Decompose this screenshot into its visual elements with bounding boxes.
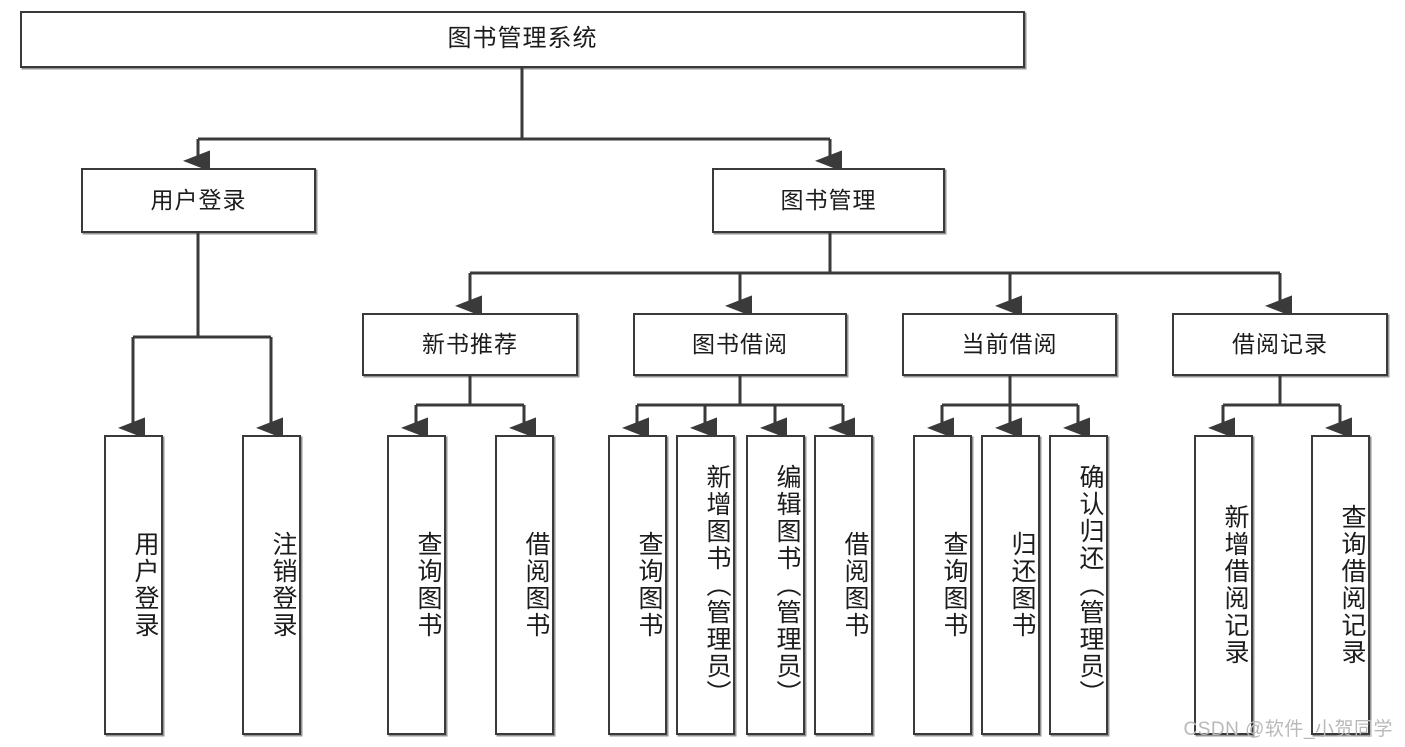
node-leaf-return-book[interactable]: 归还图书 xyxy=(981,435,1040,735)
node-label: 查询图书 xyxy=(940,531,968,639)
node-borrow-record[interactable]: 借阅记录 xyxy=(1172,313,1388,376)
node-label: 用户登录 xyxy=(131,531,159,639)
node-new-book-recommend[interactable]: 新书推荐 xyxy=(362,313,578,376)
node-label: 编辑图书（管理员） xyxy=(773,463,801,707)
node-label: 借阅图书 xyxy=(841,531,869,639)
node-label: 当前借阅 xyxy=(961,330,1058,357)
node-leaf-logout[interactable]: 注销登录 xyxy=(242,435,301,735)
node-label: 新增借阅记录 xyxy=(1221,504,1249,666)
node-label: 注销登录 xyxy=(269,531,297,639)
node-book-management[interactable]: 图书管理 xyxy=(712,168,945,233)
node-label: 借阅图书 xyxy=(522,531,550,639)
node-leaf-query-book-borrow[interactable]: 查询图书 xyxy=(608,435,667,735)
node-user-login[interactable]: 用户登录 xyxy=(81,168,316,233)
node-leaf-confirm-return[interactable]: 确认归还（管理员） xyxy=(1049,435,1108,735)
node-label: 查询借阅记录 xyxy=(1338,504,1366,666)
node-label: 查询图书 xyxy=(635,531,663,639)
node-label: 新书推荐 xyxy=(422,330,518,357)
node-leaf-query-book-current[interactable]: 查询图书 xyxy=(913,435,972,735)
node-label: 图书管理 xyxy=(780,186,877,213)
node-leaf-add-borrow-record[interactable]: 新增借阅记录 xyxy=(1194,435,1253,735)
node-leaf-user-login[interactable]: 用户登录 xyxy=(104,435,163,735)
node-label: 确认归还（管理员） xyxy=(1076,463,1104,707)
node-label: 查询图书 xyxy=(414,531,442,639)
node-label: 用户登录 xyxy=(150,186,247,213)
node-book-borrow[interactable]: 图书借阅 xyxy=(633,313,847,376)
node-leaf-add-book[interactable]: 新增图书（管理员） xyxy=(676,435,735,735)
node-leaf-query-borrow-record[interactable]: 查询借阅记录 xyxy=(1311,435,1370,735)
node-label: 图书借阅 xyxy=(692,330,788,357)
watermark-text: CSDN @软件_小贺同学 xyxy=(1183,719,1393,740)
node-leaf-query-book-new[interactable]: 查询图书 xyxy=(387,435,446,735)
node-label: 新增图书（管理员） xyxy=(703,463,731,707)
node-label: 归还图书 xyxy=(1008,531,1036,639)
node-leaf-edit-book[interactable]: 编辑图书（管理员） xyxy=(746,435,805,735)
node-leaf-borrow-book-new[interactable]: 借阅图书 xyxy=(495,435,554,735)
node-label: 借阅记录 xyxy=(1232,330,1328,357)
node-root-system[interactable]: 图书管理系统 xyxy=(20,11,1025,68)
node-label: 图书管理系统 xyxy=(447,25,598,53)
node-current-borrow[interactable]: 当前借阅 xyxy=(902,313,1117,376)
node-leaf-borrow-book[interactable]: 借阅图书 xyxy=(814,435,873,735)
